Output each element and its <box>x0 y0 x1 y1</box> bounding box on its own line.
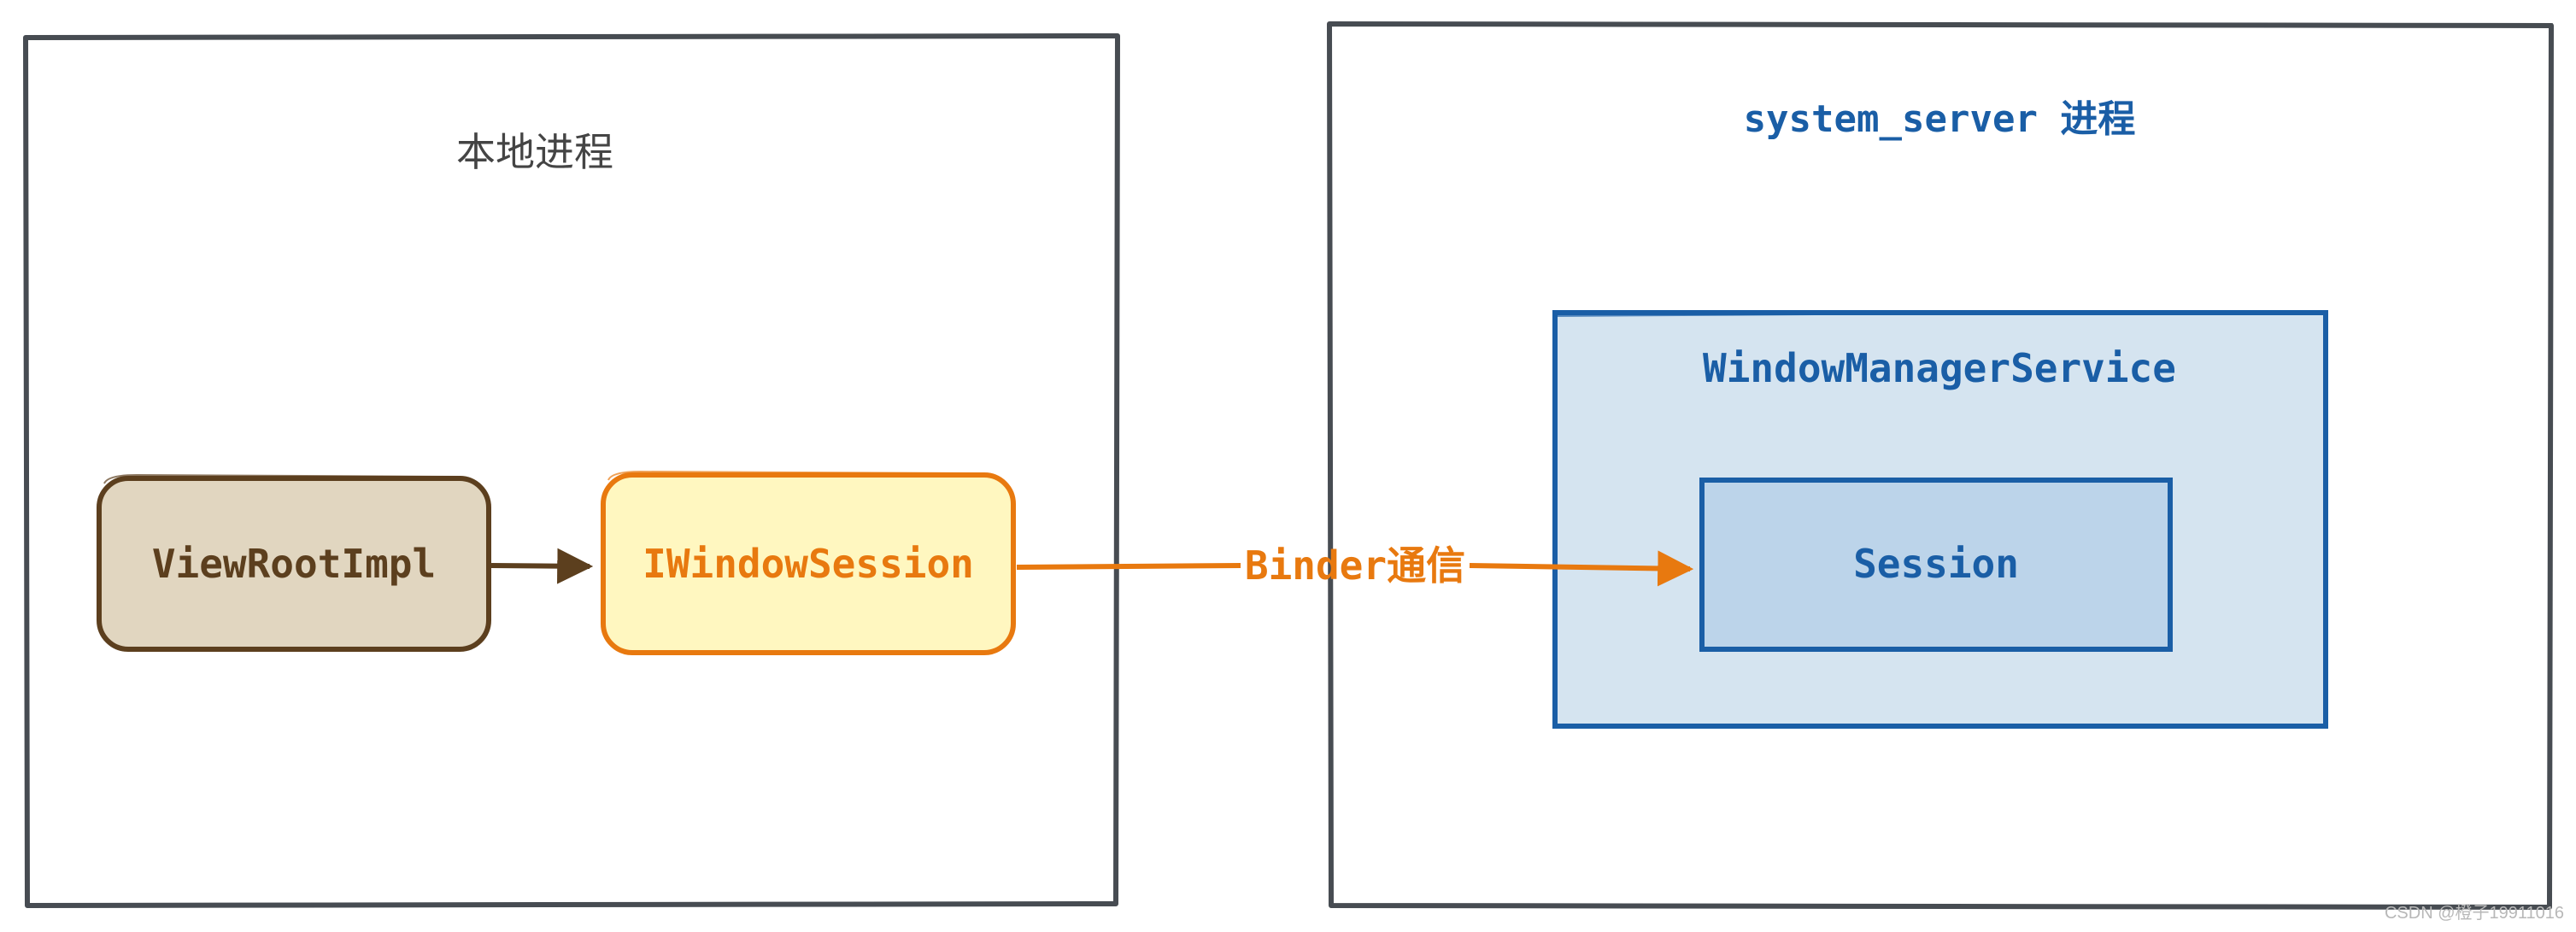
local-process-title: 本地进程 <box>456 129 613 175</box>
view-root-impl-label: ViewRootImpl <box>152 541 436 587</box>
local-process-frame: 本地进程 <box>23 33 1120 908</box>
window-manager-service-label: WindowManagerService <box>1703 345 2176 391</box>
watermark: CSDN @橙子19911016 <box>2384 904 2564 923</box>
session-label: Session <box>1853 541 2019 587</box>
system-server-process-frame: system_server 进程 <box>1327 21 2554 910</box>
iwindow-session-box: IWindowSession <box>601 470 1016 655</box>
binder-arrow: Binder通信 <box>1016 542 1694 589</box>
binder-label: Binder通信 <box>1245 542 1465 589</box>
system-server-process-title: system_server 进程 <box>1744 97 2136 141</box>
iwindow-session-label: IWindowSession <box>643 541 974 587</box>
view-root-impl-box: ViewRootImpl <box>97 473 491 652</box>
session-box: Session <box>1699 478 2173 652</box>
